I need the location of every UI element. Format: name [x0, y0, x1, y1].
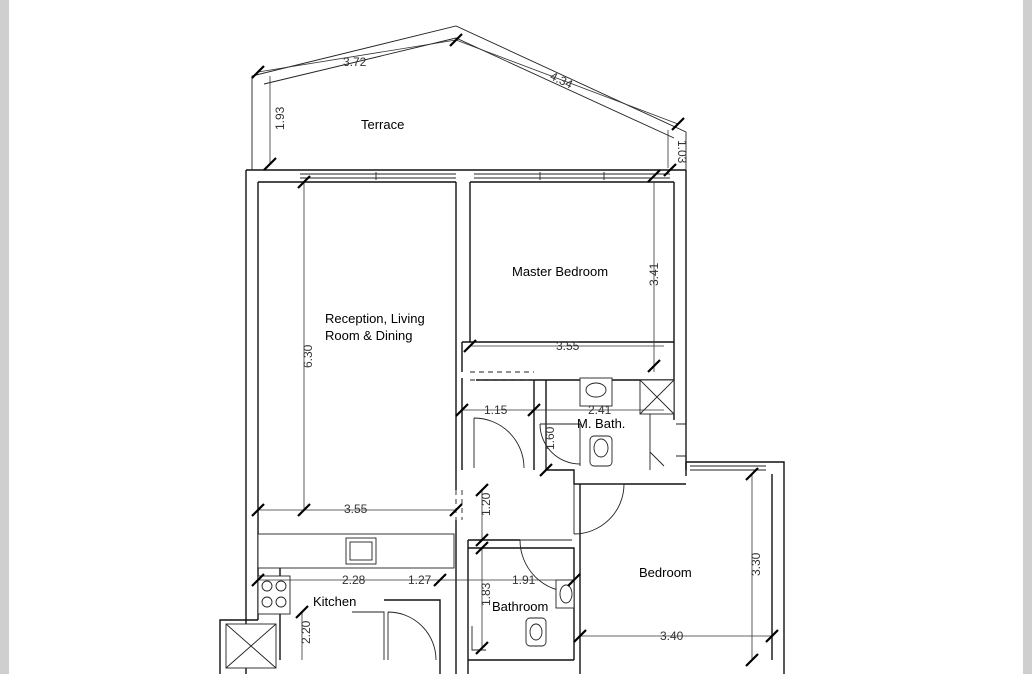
dim-terrace-right-depth: 1.03 [675, 140, 689, 164]
dim-hall-gap: 1.20 [479, 492, 493, 516]
room-label-bedroom: Bedroom [639, 565, 692, 580]
dimension-lines [251, 33, 779, 667]
terrace-outline [251, 25, 687, 170]
dim-bedroom-height: 3.30 [749, 552, 763, 576]
dim-mbath-height: 1.60 [543, 426, 557, 450]
dim-bedroom-width: 3.40 [660, 629, 684, 643]
dim-living-width: 3.55 [344, 502, 368, 516]
room-label-bathroom: Bathroom [492, 599, 548, 614]
dim-terrace-left-depth: 1.93 [273, 106, 287, 130]
room-label-reception-line1: Reception, Living [325, 311, 425, 326]
dim-mbath-width: 2.41 [588, 403, 612, 417]
dimension-labels: 3.72 4.34 1.93 1.03 3.41 3.55 6.30 3.55 … [273, 55, 763, 644]
dim-terrace-width: 3.72 [343, 55, 367, 69]
doors [387, 371, 625, 661]
dim-bath-width: 1.91 [512, 573, 536, 587]
left-border [0, 0, 9, 674]
dim-bath-height: 1.83 [479, 582, 493, 606]
room-labels: Terrace Master Bedroom Reception, Living… [313, 117, 692, 614]
windows [300, 172, 766, 471]
fixtures [225, 377, 675, 669]
dim-master-height: 3.41 [647, 262, 661, 286]
room-label-kitchen: Kitchen [313, 594, 356, 609]
dim-corridor-width: 1.27 [408, 573, 432, 587]
dim-living-height: 6.30 [301, 344, 315, 368]
right-border [1023, 0, 1032, 674]
room-label-terrace: Terrace [361, 117, 404, 132]
dim-terrace-diagonal: 4.34 [548, 69, 575, 92]
dim-master-width: 3.55 [556, 339, 580, 353]
dim-kitchen-height: 2.20 [299, 620, 313, 644]
stove-icon [257, 575, 291, 615]
room-label-master-bedroom: Master Bedroom [512, 264, 608, 279]
room-label-m-bath: M. Bath. [577, 416, 625, 431]
dim-kitchen-width: 2.28 [342, 573, 366, 587]
room-label-reception-line2: Room & Dining [325, 328, 412, 343]
dim-hall-width: 1.15 [484, 403, 508, 417]
